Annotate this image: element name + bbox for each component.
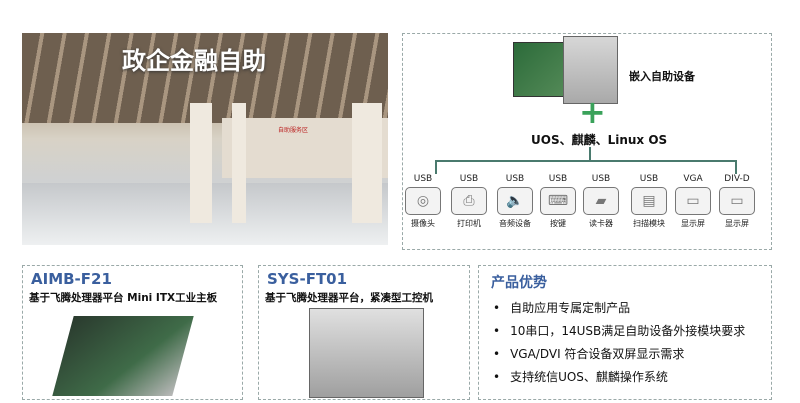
device-item: USB 🔈 音频设备	[493, 174, 537, 229]
product-card-aimb-f21: AIMB-F21 基于飞腾处理器平台 Mini ITX工业主板	[22, 265, 243, 400]
kiosk-hall-photo: 自助服务区 政企金融自助	[22, 33, 388, 245]
device-name: 显示屏	[725, 219, 749, 228]
monitor-icon: ▭	[719, 187, 755, 215]
device-item: USB ▰ 读卡器	[579, 174, 623, 229]
port-label: USB	[413, 174, 433, 184]
port-label: USB	[639, 174, 659, 184]
device-item: VGA ▭ 显示屏	[671, 174, 715, 229]
device-name: 摄像头	[411, 219, 435, 228]
monitor-icon: ▭	[675, 187, 711, 215]
device-name: 扫描模块	[633, 219, 665, 228]
embedded-label: 嵌入自助设备	[629, 70, 695, 83]
plus-icon: +	[579, 93, 606, 131]
connector-line	[589, 147, 591, 161]
port-label: USB	[591, 174, 611, 184]
card-reader-icon: ▰	[583, 187, 619, 215]
device-name: 打印机	[457, 219, 481, 228]
advantages-title: 产品优势	[491, 275, 547, 291]
connector-line	[735, 160, 737, 174]
os-label: UOS、麒麟、Linux OS	[531, 133, 668, 147]
device-name: 显示屏	[681, 219, 705, 228]
industrial-pc-image	[309, 308, 424, 398]
connector-line	[435, 160, 737, 162]
device-name: 按键	[550, 219, 566, 228]
photo-title: 政企金融自助	[122, 47, 266, 75]
device-item: DIV-D ▭ 显示屏	[715, 174, 759, 229]
port-label: VGA	[683, 174, 703, 184]
hall-sign: 自助服务区	[278, 127, 309, 134]
product-desc: 基于飞腾处理器平台 Mini ITX工业主板	[29, 292, 218, 304]
device-item: USB ◎ 摄像头	[401, 174, 445, 229]
device-item: USB ▤ 扫描模块	[627, 174, 671, 229]
port-label: USB	[548, 174, 568, 184]
advantage-item: 自助应用专属定制产品	[493, 299, 745, 316]
device-item: USB ⎙ 打印机	[447, 174, 491, 229]
advantage-item: 支持统信UOS、麒麟操作系统	[493, 368, 745, 385]
product-card-sys-ft01: SYS-FT01 基于飞腾处理器平台，紧凑型工控机	[258, 265, 470, 400]
connector-line	[435, 160, 437, 174]
port-label: DIV-D	[724, 174, 750, 184]
speaker-icon: 🔈	[497, 187, 533, 215]
product-name: AIMB-F21	[31, 270, 112, 288]
camera-icon: ◎	[405, 187, 441, 215]
keyboard-icon: ⌨	[540, 187, 576, 215]
advantages-card: 产品优势 自助应用专属定制产品 10串口，14USB满足自助设备外接模块要求 VGA…	[478, 265, 772, 400]
port-label: USB	[459, 174, 479, 184]
device-name: 音频设备	[499, 219, 531, 228]
printer-icon: ⎙	[451, 187, 487, 215]
ipc-image	[563, 36, 618, 104]
advantage-item: VGA/DVI 符合设备双屏显示需求	[493, 345, 745, 362]
scanner-icon: ▤	[631, 187, 667, 215]
product-desc: 基于飞腾处理器平台，紧凑型工控机	[265, 292, 433, 304]
motherboard-image	[52, 316, 194, 396]
advantage-item: 10串口，14USB满足自助设备外接模块要求	[493, 322, 745, 339]
port-label: USB	[505, 174, 525, 184]
product-name: SYS-FT01	[267, 270, 348, 288]
advantages-list: 自助应用专属定制产品 10串口，14USB满足自助设备外接模块要求 VGA/DVI …	[493, 299, 745, 391]
device-item: USB ⌨ 按键	[536, 174, 580, 229]
device-name: 读卡器	[589, 219, 613, 228]
